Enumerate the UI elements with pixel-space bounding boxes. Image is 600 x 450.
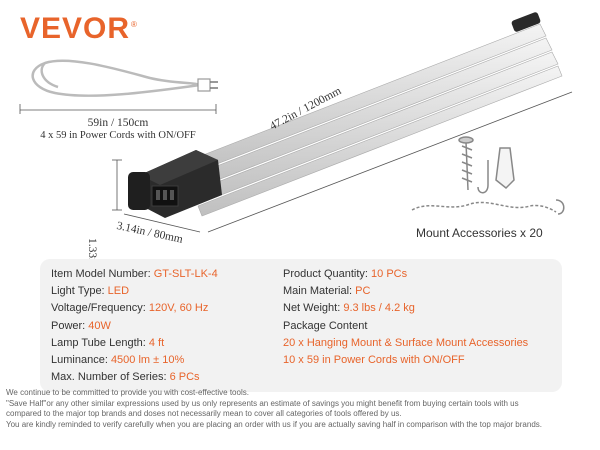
spec-row: Luminance: 4500 lm ± 10% xyxy=(51,354,185,367)
spec-row: Package Content xyxy=(283,319,368,332)
spec-row: 10 x 59 in Power Cords with ON/OFF xyxy=(283,354,465,367)
spec-row: Net Weight: 9.3 lbs / 4.2 kg xyxy=(283,302,415,315)
spec-row: Voltage/Frequency: 120V, 60 Hz xyxy=(51,302,209,315)
cord-description-label: 4 x 59 in Power Cords with ON/OFF xyxy=(40,130,196,141)
disclaimer-text: We continue to be committed to provide y… xyxy=(6,388,600,430)
spec-row: Product Quantity: 10 PCs xyxy=(283,268,408,280)
spec-panel xyxy=(40,259,562,392)
spec-row: Max. Number of Series: 6 PCs xyxy=(51,371,200,384)
spec-column-left: Item Model Number: GT-SLT-LK-4 Light Typ… xyxy=(51,266,218,386)
disclaimer-line: "Save Half"or any other similar expressi… xyxy=(6,398,519,408)
disclaimer-line: compared to the major top brands and dos… xyxy=(6,409,402,418)
brand-logo: VEVOR® xyxy=(20,12,138,45)
spec-row: Item Model Number: GT-SLT-LK-4 xyxy=(51,268,218,280)
spec-row: 20 x Hanging Mount & Surface Mount Acces… xyxy=(283,336,529,349)
accessories-label: Mount Accessories x 20 xyxy=(416,226,543,240)
spec-row: Light Type: LED xyxy=(51,285,130,298)
width-dimension-line xyxy=(123,213,201,233)
product-illustration xyxy=(19,12,573,233)
spec-row: Main Material: PC xyxy=(283,285,371,298)
power-cord-image xyxy=(31,59,218,97)
disclaimer-line: We continue to be committed to provide y… xyxy=(6,388,249,397)
led-tubes-image xyxy=(128,12,563,218)
spec-column-right: Product Quantity: 10 PCs Main Material: … xyxy=(283,266,528,369)
spec-row: Power: 40W xyxy=(51,319,111,332)
spec-row: Lamp Tube Length: 4 ft xyxy=(51,336,165,349)
length-dimension-line xyxy=(207,91,573,233)
mount-accessories-image xyxy=(411,136,565,215)
disclaimer-line: You are kindly reminded to verify carefu… xyxy=(6,419,542,429)
cord-length-label: 59in / 150cm xyxy=(87,117,149,129)
